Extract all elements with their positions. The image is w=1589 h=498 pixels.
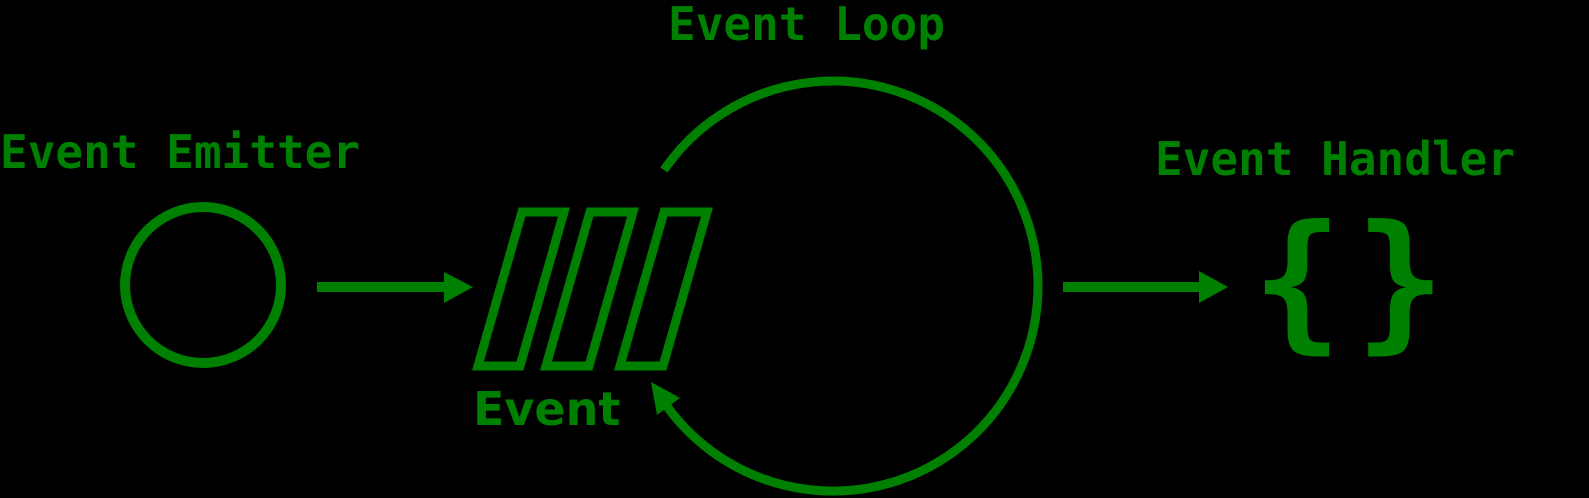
event-loop-arc-icon [651,76,1043,496]
open-brace-icon: { [1252,194,1342,368]
label-event-loop: Event Loop [668,0,945,51]
event-block [472,207,570,371]
emitter-circle-icon [120,202,286,368]
label-event-emitter: Event Emitter [0,125,360,179]
close-brace-icon: } [1355,194,1445,368]
arrow-loop-to-handler [1063,271,1228,303]
arrow-emitter-to-queue [317,272,473,303]
label-event-handler: Event Handler [1155,132,1515,186]
event-block [614,207,713,371]
label-event: Event [473,382,620,436]
event-queue-icon [472,207,713,371]
event-block [540,207,639,371]
